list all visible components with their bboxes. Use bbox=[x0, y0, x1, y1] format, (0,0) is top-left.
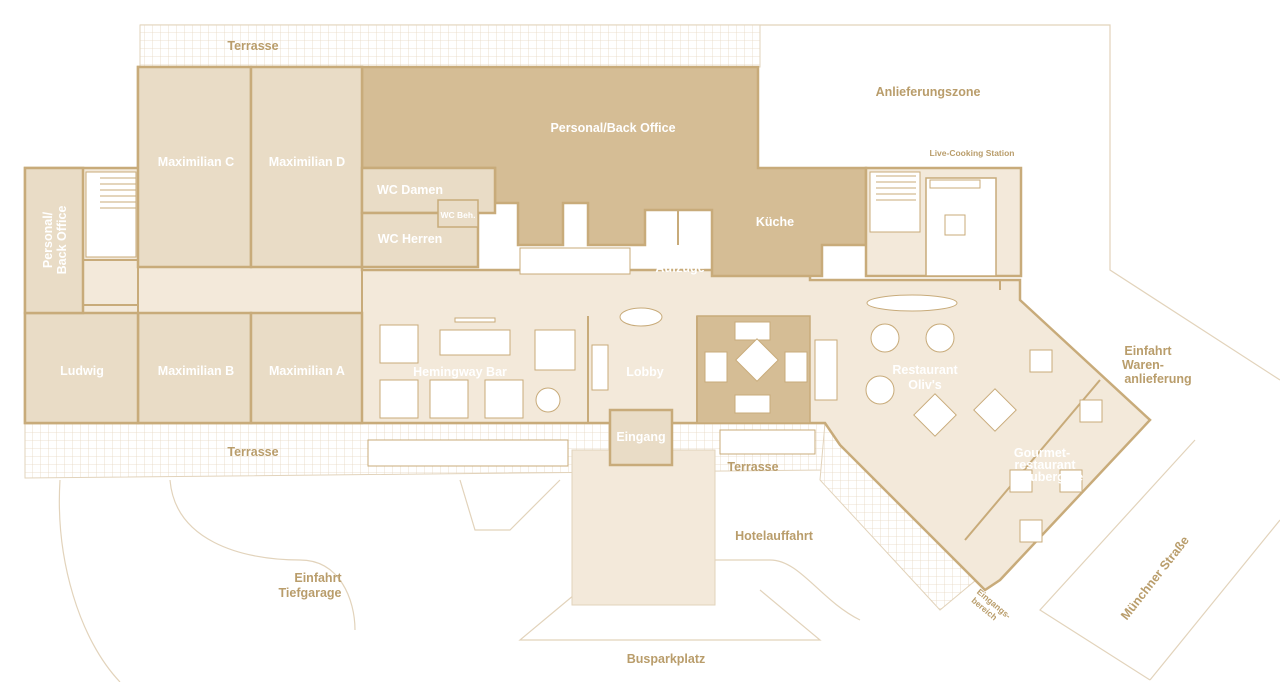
label-personal-left-1: Personal/ bbox=[41, 211, 55, 268]
staircase-right bbox=[869, 171, 921, 233]
staircase-left bbox=[85, 171, 137, 258]
label-wc-beh: WC Beh. bbox=[441, 210, 476, 220]
label-gourmet-3: Aubergine bbox=[1021, 470, 1083, 484]
label-eingang: Eingang bbox=[616, 430, 665, 444]
label-einfahrt-tiefgarage-1: Einfahrt bbox=[294, 571, 342, 585]
label-maximilian-b: Maximilian B bbox=[158, 364, 234, 378]
label-maximilian-d: Maximilian D bbox=[269, 155, 345, 169]
label-lobby: Lobby bbox=[626, 365, 664, 379]
label-maximilian-c: Maximilian C bbox=[158, 155, 234, 169]
label-hemingway-bar: Hemingway Bar bbox=[413, 365, 507, 379]
label-muenchner-strasse: Münchner Straße bbox=[1118, 533, 1192, 622]
label-einfahrt-waren-2: Waren- bbox=[1122, 358, 1164, 372]
label-buffet-1: Buffet- bbox=[958, 244, 986, 254]
label-hotelauffahrt: Hotelauffahrt bbox=[735, 529, 814, 543]
label-restaurant-olivs-2: Oliv's bbox=[908, 378, 942, 392]
label-terrasse-bottom-left: Terrasse bbox=[227, 445, 278, 459]
furniture bbox=[367, 179, 1103, 543]
label-terrasse-top: Terrasse bbox=[227, 39, 278, 53]
label-buffet-2: raum bbox=[962, 256, 983, 266]
label-terrasse-bottom-right: Terrasse bbox=[727, 460, 778, 474]
label-einfahrt-tiefgarage-2: Tiefgarage bbox=[279, 586, 342, 600]
label-kueche: Küche bbox=[756, 215, 794, 229]
partitions bbox=[83, 209, 1101, 541]
label-anlieferungszone: Anlieferungszone bbox=[876, 85, 981, 99]
label-rezeption: Rezeption bbox=[560, 251, 620, 265]
label-live-cooking: Live-Cooking Station bbox=[930, 148, 1015, 158]
label-gourmet-1: Gourmet- bbox=[1014, 446, 1070, 460]
label-wc-herren: WC Herren bbox=[378, 232, 443, 246]
label-einfahrt-waren-3: anlieferung bbox=[1124, 372, 1191, 386]
terrace-top bbox=[139, 24, 761, 68]
room-labels: Terrasse Maximilian C Maximilian D Maxim… bbox=[41, 39, 1083, 484]
label-personal-back-office: Personal/Back Office bbox=[550, 121, 675, 135]
label-personal-left-2: Back Office bbox=[55, 206, 69, 275]
label-gourmet-2: restaurant bbox=[1014, 458, 1076, 472]
label-aufzuege: Aufzüge bbox=[655, 261, 704, 275]
hotel-driveway bbox=[571, 449, 716, 606]
label-maximilian-a: Maximilian A bbox=[269, 364, 345, 378]
label-restaurant-olivs-1: Restaurant bbox=[892, 363, 958, 377]
label-ludwig: Ludwig bbox=[60, 364, 104, 378]
label-busparkplatz: Busparkplatz bbox=[627, 652, 706, 666]
label-wc-damen: WC Damen bbox=[377, 183, 443, 197]
label-einfahrt-waren-1: Einfahrt bbox=[1124, 344, 1172, 358]
